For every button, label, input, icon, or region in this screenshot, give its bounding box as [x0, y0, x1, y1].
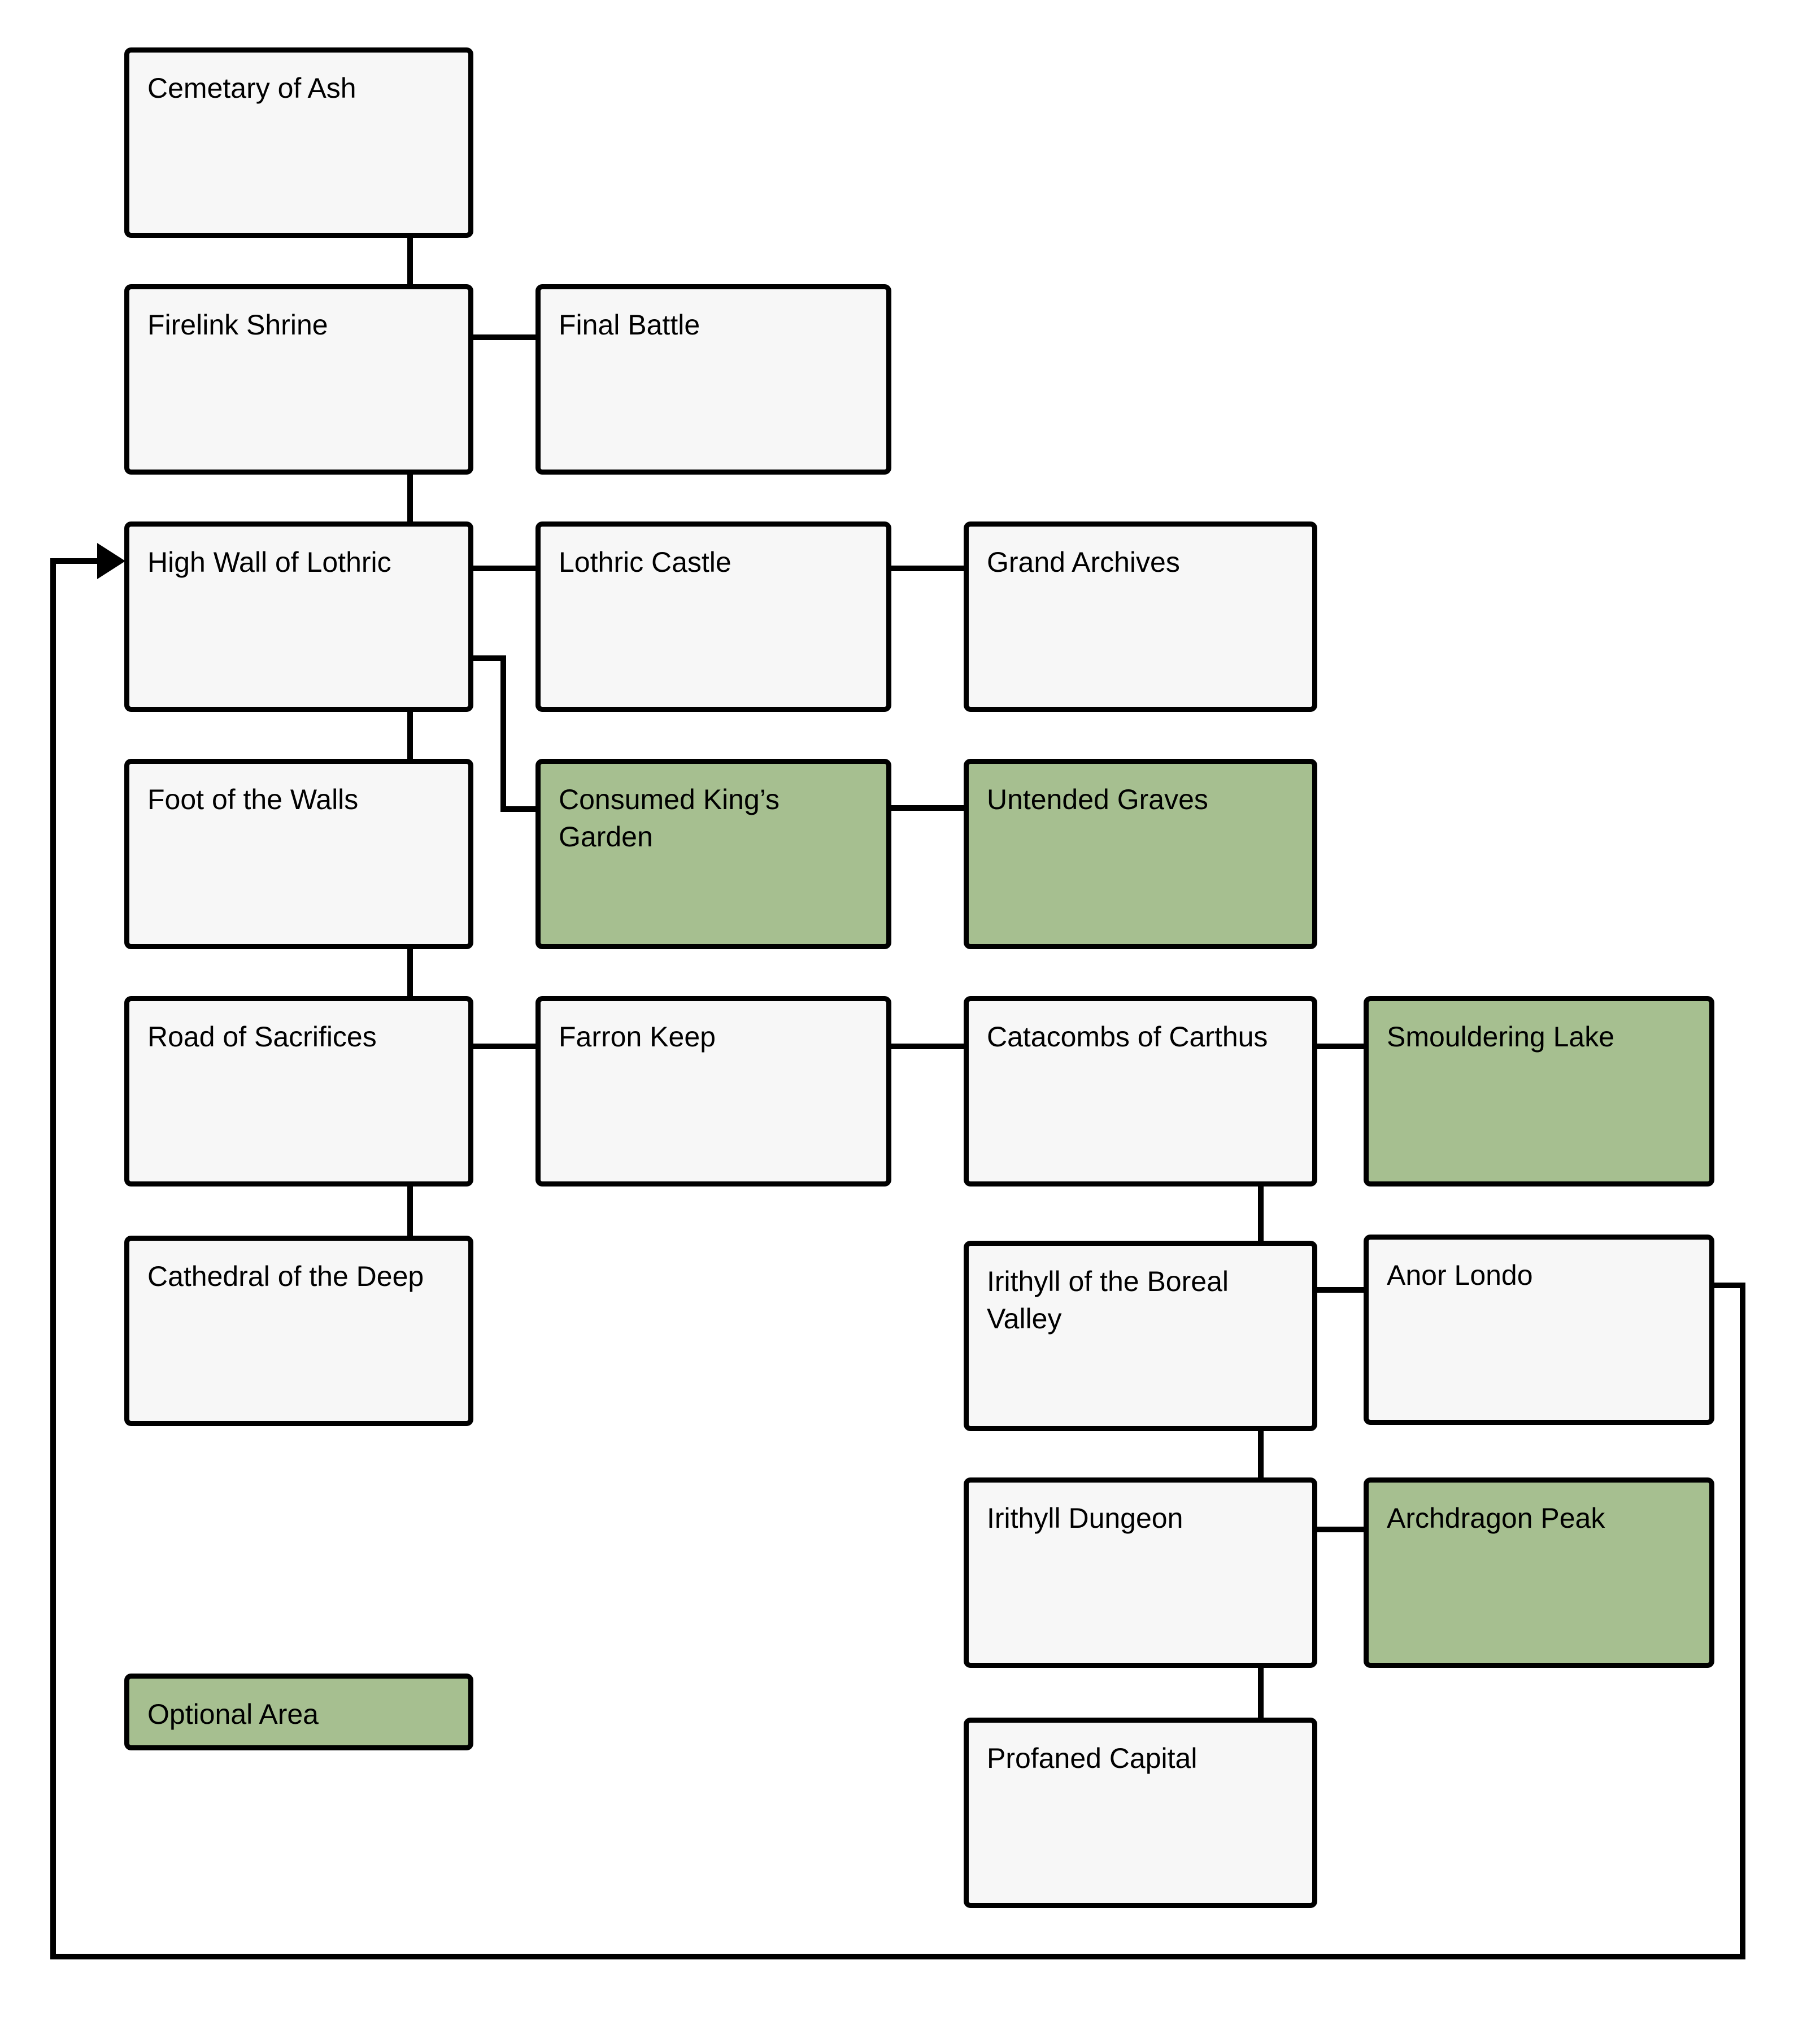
edge-high-wall-to-consumed-garden-stub — [473, 655, 506, 661]
node-label: Untended Graves — [987, 784, 1208, 815]
node-lothric-castle: Lothric Castle — [535, 521, 891, 712]
node-label: High Wall of Lothric — [147, 546, 391, 578]
node-untended-graves: Untended Graves — [964, 759, 1317, 949]
edge-foot-of-walls-to-road — [407, 949, 413, 997]
node-label: Irithyll of the Boreal Valley — [987, 1266, 1229, 1335]
node-smouldering-lake: Smouldering Lake — [1364, 996, 1714, 1186]
node-label: Grand Archives — [987, 546, 1180, 578]
node-foot-of-the-walls: Foot of the Walls — [124, 759, 473, 949]
node-grand-archives: Grand Archives — [964, 521, 1317, 712]
node-label: Farron Keep — [559, 1021, 716, 1053]
edge-road-to-cathedral — [407, 1186, 413, 1237]
edge-loop-arrow-shaft — [50, 558, 98, 564]
node-consumed-kings-garden: Consumed King’s Garden — [535, 759, 891, 949]
node-final-battle: Final Battle — [535, 284, 891, 475]
node-irithyll-of-the-boreal-valley: Irithyll of the Boreal Valley — [964, 1241, 1317, 1431]
edge-high-wall-to-foot-of-walls — [407, 712, 413, 760]
node-cemetary-of-ash: Cemetary of Ash — [124, 47, 473, 238]
node-irithyll-dungeon: Irithyll Dungeon — [964, 1477, 1317, 1668]
edge-high-wall-to-consumed-garden-vertical — [500, 655, 506, 812]
edge-cemetary-to-firelink — [407, 238, 413, 285]
node-label: Archdragon Peak — [1387, 1502, 1605, 1534]
node-label: Anor Londo — [1387, 1259, 1533, 1291]
node-label: Profaned Capital — [987, 1742, 1198, 1774]
edge-dungeon-to-archdragon-peak — [1317, 1527, 1364, 1532]
edge-firelink-to-high-wall — [407, 475, 413, 523]
legend-optional-area: Optional Area — [124, 1674, 473, 1750]
edge-farron-keep-to-catacombs — [891, 1044, 964, 1049]
node-label: Cemetary of Ash — [147, 72, 356, 104]
node-label: Foot of the Walls — [147, 784, 359, 815]
arrow-head-icon — [97, 543, 125, 579]
edge-catacombs-to-irithyll — [1258, 1186, 1264, 1242]
node-label: Road of Sacrifices — [147, 1021, 377, 1053]
edge-loop-left-vertical — [50, 558, 56, 1959]
legend-label: Optional Area — [147, 1698, 319, 1730]
edge-loop-right-vertical — [1740, 1283, 1745, 1959]
node-catacombs-of-carthus: Catacombs of Carthus — [964, 996, 1317, 1186]
edge-anor-londo-exit — [1714, 1283, 1745, 1288]
node-label: Lothric Castle — [559, 546, 732, 578]
edge-road-to-farron-keep — [473, 1044, 535, 1049]
node-firelink-shrine: Firelink Shrine — [124, 284, 473, 475]
node-profaned-capital: Profaned Capital — [964, 1718, 1317, 1908]
edge-firelink-to-final-battle — [473, 334, 535, 340]
edge-consumed-garden-to-untended-graves — [891, 805, 964, 811]
edge-irithyll-to-anor-londo — [1317, 1287, 1364, 1293]
node-farron-keep: Farron Keep — [535, 996, 891, 1186]
node-label: Consumed King’s Garden — [559, 784, 780, 853]
edge-loop-bottom-horizontal — [50, 1954, 1745, 1959]
edge-high-wall-to-consumed-garden-entry — [500, 806, 535, 812]
edge-irithyll-to-dungeon — [1258, 1431, 1264, 1479]
node-label: Final Battle — [559, 309, 700, 341]
node-label: Cathedral of the Deep — [147, 1261, 424, 1292]
node-label: Irithyll Dungeon — [987, 1502, 1183, 1534]
node-label: Catacombs of Carthus — [987, 1021, 1268, 1053]
node-archdragon-peak: Archdragon Peak — [1364, 1477, 1714, 1668]
node-anor-londo: Anor Londo — [1364, 1235, 1714, 1425]
node-high-wall-of-lothric: High Wall of Lothric — [124, 521, 473, 712]
edge-dungeon-to-profaned-capital — [1258, 1668, 1264, 1719]
node-road-of-sacrifices: Road of Sacrifices — [124, 996, 473, 1186]
edge-catacombs-to-smouldering-lake — [1317, 1044, 1364, 1049]
node-label: Firelink Shrine — [147, 309, 328, 341]
node-cathedral-of-the-deep: Cathedral of the Deep — [124, 1236, 473, 1426]
node-label: Smouldering Lake — [1387, 1021, 1615, 1053]
edge-high-wall-to-lothric-castle — [473, 566, 535, 571]
edge-lothric-castle-to-grand-archives — [891, 566, 964, 571]
